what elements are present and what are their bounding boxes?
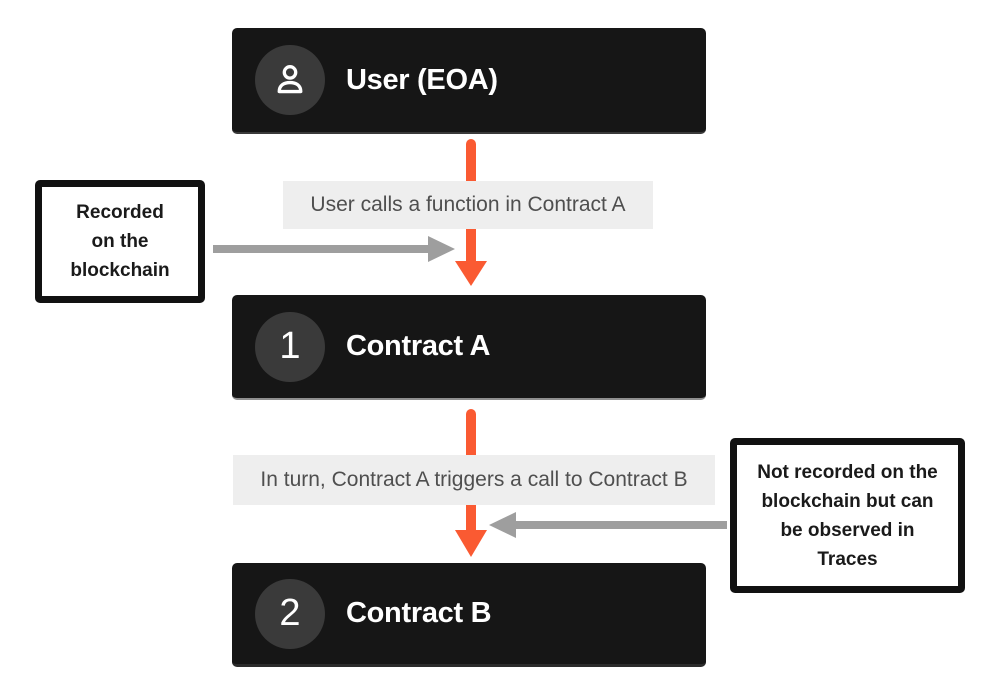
node-contract-a: 1 Contract A	[232, 295, 706, 400]
step-1-badge: 1	[255, 311, 325, 382]
node-contract-b: 2 Contract B	[232, 563, 706, 667]
annotation-not-recorded-traces: Not recorded on the blockchain but can b…	[730, 438, 965, 593]
annotation-line: Not recorded on the	[757, 461, 938, 483]
annotation-line: be observed in	[780, 519, 915, 541]
annotation-recorded-on-blockchain: Recorded on the blockchain	[35, 180, 205, 303]
edge-label-contract-a-calls-contract-b: In turn, Contract A triggers a call to C…	[233, 455, 715, 505]
annotation-line: blockchain but can	[761, 490, 934, 512]
step-number: 2	[279, 591, 301, 634]
annotation-line: Traces	[817, 548, 878, 570]
user-avatar-badge	[255, 45, 325, 115]
node-user-eoa: User (EOA)	[232, 28, 706, 134]
user-icon	[277, 65, 303, 94]
annotation-line: blockchain	[70, 260, 170, 281]
arrow-traces-annotation	[489, 512, 727, 538]
step-2-badge: 2	[255, 578, 325, 649]
node-title-contract-b: Contract B	[346, 597, 492, 629]
step-number: 1	[279, 324, 301, 367]
annotation-line: Recorded	[76, 202, 164, 223]
annotation-line: on the	[91, 231, 149, 252]
node-title-contract-a: Contract A	[346, 330, 491, 362]
arrow-recorded-annotation	[213, 236, 455, 262]
node-title-user-eoa: User (EOA)	[346, 63, 498, 96]
edge-label-user-calls-contract-a: User calls a function in Contract A	[283, 181, 653, 229]
